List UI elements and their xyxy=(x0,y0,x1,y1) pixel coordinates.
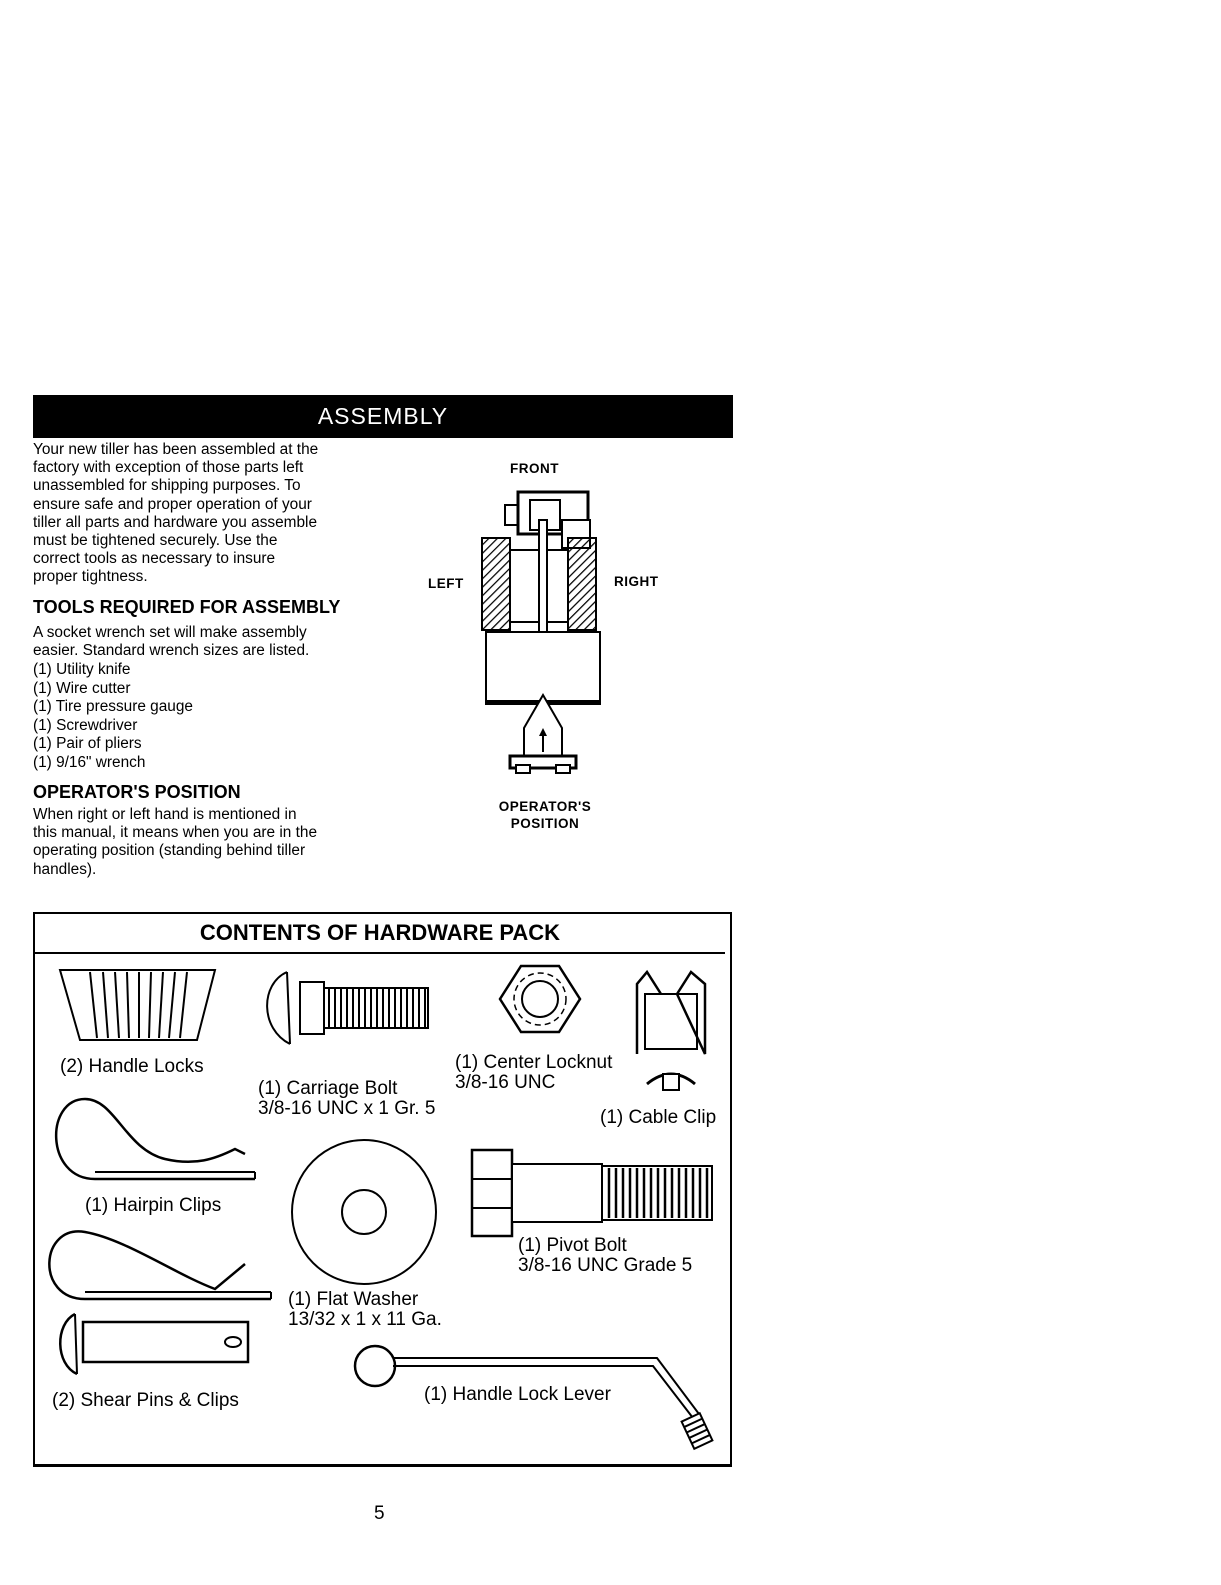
label-handle-lock-lever: (1) Handle Lock Lever xyxy=(424,1384,611,1405)
label-handle-locks: (2) Handle Locks xyxy=(60,1056,204,1077)
handle-lock-lever-icon xyxy=(353,1344,714,1451)
tiller-top-view-diagram xyxy=(481,490,601,774)
carriage-bolt-icon xyxy=(266,971,429,1045)
center-locknut-icon xyxy=(498,964,582,1034)
section-header: ASSEMBLY xyxy=(33,395,733,438)
label-cable-clip: (1) Cable Clip xyxy=(600,1107,717,1128)
operator-heading: OPERATOR'S POSITION xyxy=(33,782,241,802)
handle-locks-icon xyxy=(58,969,217,1041)
operator-paragraph: When right or left hand is mentioned in … xyxy=(33,806,318,878)
flat-washer-icon xyxy=(291,1139,437,1285)
page-number: 5 xyxy=(374,1503,385,1524)
tool-item: (1) Screwdriver xyxy=(33,716,138,734)
label-shear-pins: (2) Shear Pins & Clips xyxy=(52,1390,239,1411)
label-flat-washer: (1) Flat Washer 13/32 x 1 x 11 Ga. xyxy=(288,1289,442,1330)
label-center-locknut: (1) Center Locknut 3/8-16 UNC xyxy=(455,1052,613,1093)
hardware-pack-box xyxy=(33,912,732,1467)
label-carriage-bolt: (1) Carriage Bolt 3/8-16 UNC x 1 Gr. 5 xyxy=(258,1078,436,1119)
tools-intro: A socket wrench set will make assembly e… xyxy=(33,624,310,660)
diagram-label-left: LEFT xyxy=(428,576,464,591)
tool-item: (1) 9/16" wrench xyxy=(33,753,146,771)
tools-heading: TOOLS REQUIRED FOR ASSEMBLY xyxy=(33,597,341,617)
shear-pin-clip-icon xyxy=(48,1230,272,1301)
diagram-label-operator-position: OPERATOR'S POSITION xyxy=(498,799,592,831)
pivot-bolt-icon xyxy=(470,1148,713,1238)
label-hairpin-clips: (1) Hairpin Clips xyxy=(85,1195,222,1216)
tool-item: (1) Utility knife xyxy=(33,661,131,678)
tool-item: (1) Wire cutter xyxy=(33,679,131,697)
hairpin-clip-icon xyxy=(55,1097,256,1181)
hardware-illustrations xyxy=(48,964,714,1451)
hardware-pack-title: CONTENTS OF HARDWARE PACK xyxy=(35,914,725,954)
diagram-label-front: FRONT xyxy=(510,461,559,476)
diagram-label-right: RIGHT xyxy=(614,574,659,589)
tool-item: (1) Pair of pliers xyxy=(33,735,142,752)
tool-item: (1) Tire pressure gauge xyxy=(33,698,193,715)
shear-pin-icon xyxy=(59,1312,250,1376)
cable-clip-icon xyxy=(635,969,707,1091)
tools-list: (1) Utility knife (1) Wire cutter (1) Ti… xyxy=(33,661,193,772)
intro-paragraph: Your new tiller has been assembled at th… xyxy=(33,441,319,586)
label-pivot-bolt: (1) Pivot Bolt 3/8-16 UNC Grade 5 xyxy=(518,1235,693,1276)
